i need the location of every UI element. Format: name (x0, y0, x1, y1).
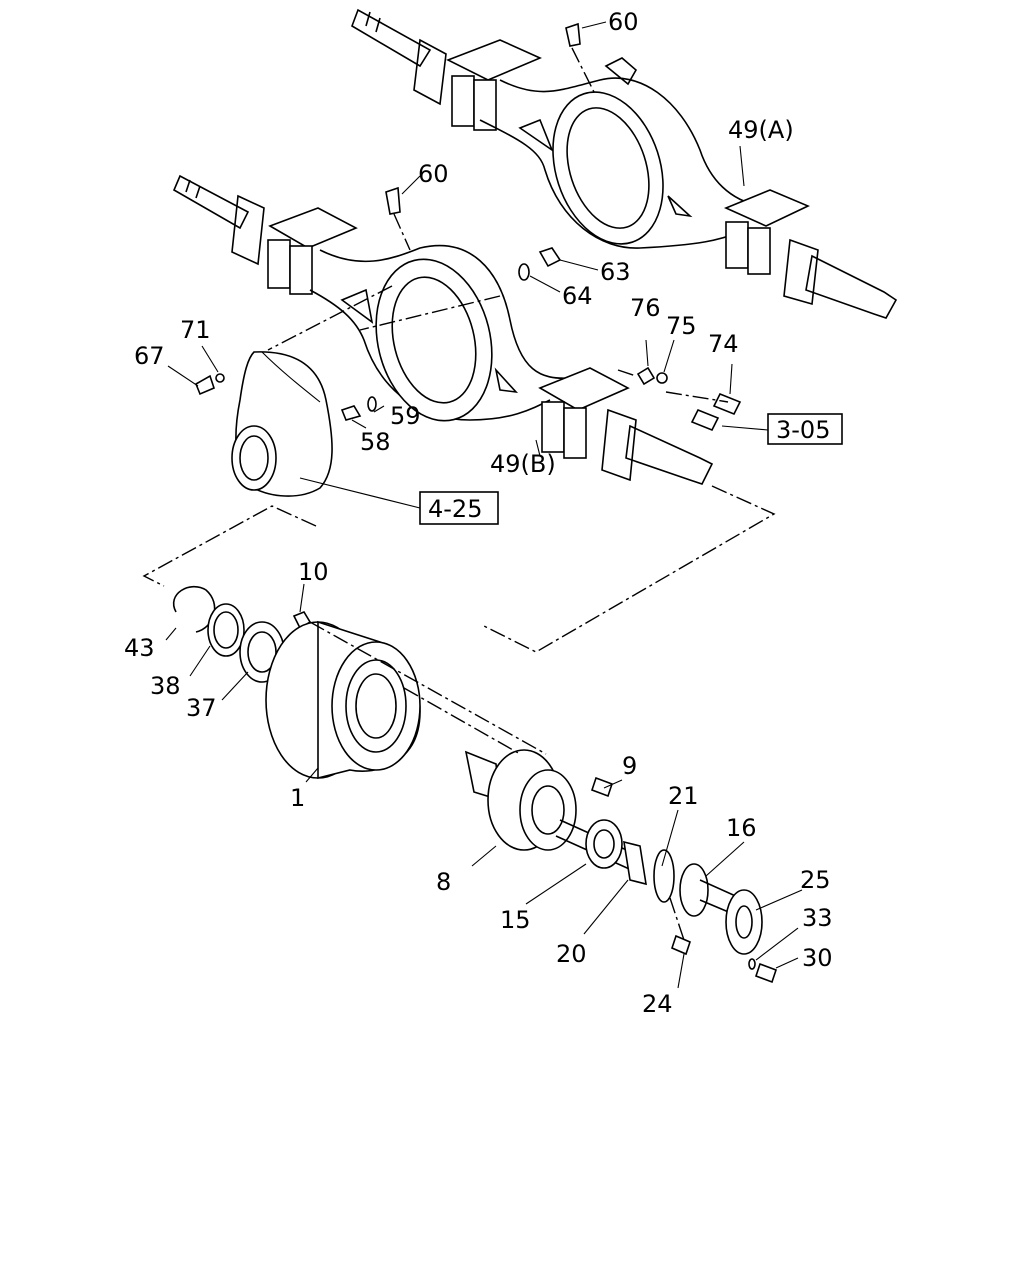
callout-10[interactable]: 10 (298, 558, 329, 586)
callout-37[interactable]: 37 (186, 694, 217, 722)
part-callouts: 60 49(A) 60 63 64 71 67 76 75 74 59 58 4… (124, 8, 833, 1018)
assembly-centerlines (142, 47, 776, 941)
callout-49b[interactable]: 49(B) (490, 450, 556, 478)
callout-15[interactable]: 15 (500, 906, 531, 934)
callout-64[interactable]: 64 (562, 282, 593, 310)
callout-76[interactable]: 76 (630, 294, 661, 322)
callout-71[interactable]: 71 (180, 316, 211, 344)
reference-label-4-25: 4-25 (428, 495, 482, 523)
callout-33[interactable]: 33 (802, 904, 833, 932)
reference-4-25[interactable]: 4-25 (419, 491, 499, 525)
reference-3-05[interactable]: 3-05 (767, 413, 843, 445)
callout-38[interactable]: 38 (150, 672, 181, 700)
callout-9[interactable]: 9 (622, 752, 637, 780)
callout-75[interactable]: 75 (666, 312, 697, 340)
differential-carrier-cover (194, 351, 377, 497)
callout-58[interactable]: 58 (360, 428, 391, 456)
callout-21[interactable]: 21 (668, 782, 699, 810)
callout-74[interactable]: 74 (708, 330, 739, 358)
callout-67[interactable]: 67 (134, 342, 165, 370)
callout-60-top[interactable]: 60 (608, 8, 639, 36)
callout-43[interactable]: 43 (124, 634, 155, 662)
callout-63[interactable]: 63 (600, 258, 631, 286)
brake-drum-group (173, 585, 421, 780)
callout-59[interactable]: 59 (390, 402, 421, 430)
callout-49a[interactable]: 49(A) (728, 116, 794, 144)
callout-60-lower[interactable]: 60 (418, 160, 449, 188)
axle-housing-a (351, 8, 898, 319)
leader-lines (165, 21, 803, 989)
callout-16[interactable]: 16 (726, 814, 757, 842)
callout-30[interactable]: 30 (802, 944, 833, 972)
callout-8[interactable]: 8 (436, 868, 451, 896)
axle-housing-b (172, 174, 714, 485)
callout-20[interactable]: 20 (556, 940, 587, 968)
hub-shaft-group (464, 749, 778, 984)
callout-24[interactable]: 24 (642, 990, 673, 1018)
callout-25[interactable]: 25 (800, 866, 831, 894)
reference-label-3-05: 3-05 (776, 416, 830, 444)
callout-1[interactable]: 1 (290, 784, 305, 812)
spring-seat-fasteners (636, 366, 742, 432)
